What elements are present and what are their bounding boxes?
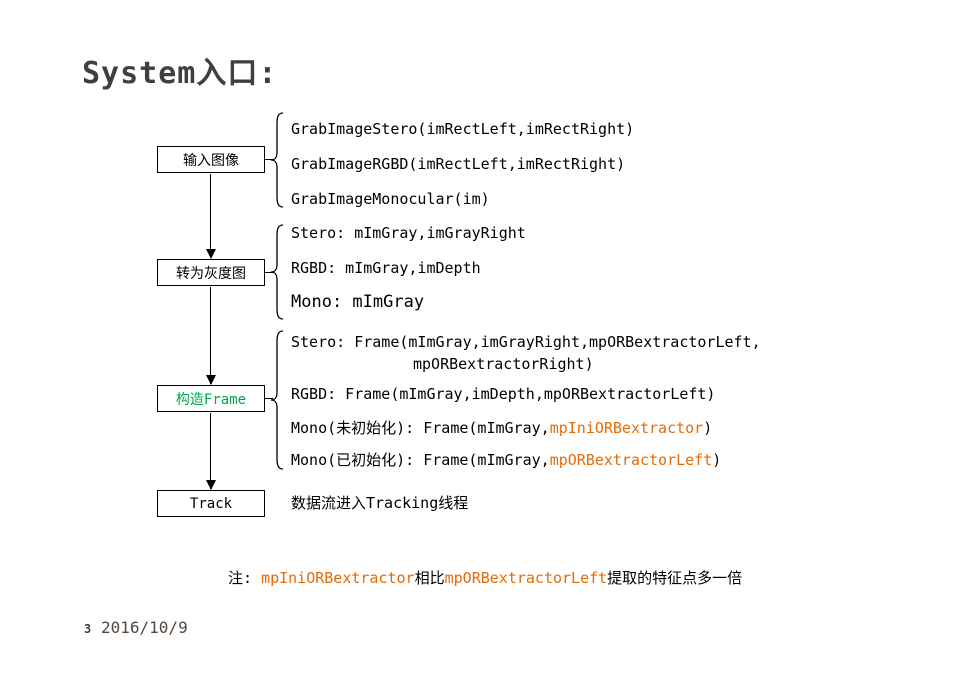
- left-curly-brace: [270, 330, 284, 470]
- code-text: ): [712, 451, 722, 469]
- code-line-gray-mono: Mono: mImGray: [291, 292, 425, 312]
- flow-box-label: 转为灰度图: [176, 265, 246, 282]
- highlighted-identifier: mpORBextractorLeft: [444, 569, 608, 587]
- code-line-frame-rgbd: RGBD: Frame(mImGray,imDepth,mpORBextract…: [291, 385, 716, 403]
- code-line-gray-rgbd: RGBD: mImGray,imDepth: [291, 259, 481, 277]
- footnote-text: 注:: [228, 569, 262, 587]
- flow-box-to-grayscale: 转为灰度图: [157, 259, 265, 286]
- code-text: Mono(未初始化): Frame(mImGray,: [291, 419, 550, 437]
- footnote-text: 相比: [414, 569, 445, 587]
- code-line-gray-stereo: Stero: mImGray,imGrayRight: [291, 224, 526, 242]
- page-title: System入口:: [82, 56, 278, 91]
- down-arrow: [210, 287, 212, 384]
- date: 2016/10/9: [101, 618, 188, 637]
- down-arrow: [210, 413, 212, 489]
- connector-line: [265, 272, 273, 274]
- code-text: Mono(已初始化): Frame(mImGray,: [291, 451, 550, 469]
- code-line-grab-stereo: GrabImageStero(imRectLeft,imRectRight): [291, 120, 635, 138]
- page-number: 3: [84, 622, 92, 636]
- flow-box-track: Track: [157, 490, 265, 517]
- code-text: ): [703, 419, 713, 437]
- down-arrow: [210, 174, 212, 258]
- code-line-frame-mono-uninitialized: Mono(未初始化): Frame(mImGray,mpIniORBextrac…: [291, 420, 712, 437]
- left-curly-brace: [270, 112, 284, 208]
- code-line-grab-rgbd: GrabImageRGBD(imRectLeft,imRectRight): [291, 155, 626, 173]
- footnote: 注: mpIniORBextractor相比mpORBextractorLeft…: [228, 567, 742, 588]
- highlighted-identifier: mpIniORBextractor: [549, 419, 704, 437]
- code-line-grab-mono: GrabImageMonocular(im): [291, 190, 490, 208]
- flow-box-label: 构造Frame: [175, 391, 247, 408]
- flow-box-construct-frame: 构造Frame: [157, 385, 265, 412]
- connector-line: [265, 159, 273, 161]
- code-line-frame-mono-initialized: Mono(已初始化): Frame(mImGray,mpORBextractor…: [291, 452, 721, 469]
- code-line-frame-stereo-continuation: mpORBextractorRight): [413, 355, 594, 373]
- highlighted-identifier: mpIniORBextractor: [261, 569, 415, 587]
- footnote-text: 提取的特征点多一倍: [607, 569, 743, 587]
- connector-line: [265, 398, 273, 400]
- flow-box-input-image: 输入图像: [157, 146, 265, 173]
- track-note: 数据流进入Tracking线程: [291, 494, 469, 512]
- highlighted-identifier: mpORBextractorLeft: [549, 451, 713, 469]
- left-curly-brace: [270, 224, 284, 320]
- code-line-frame-stereo: Stero: Frame(mImGray,imGrayRight,mpORBex…: [291, 333, 761, 351]
- flow-box-label: Track: [189, 495, 233, 512]
- flow-box-label: 输入图像: [183, 152, 239, 169]
